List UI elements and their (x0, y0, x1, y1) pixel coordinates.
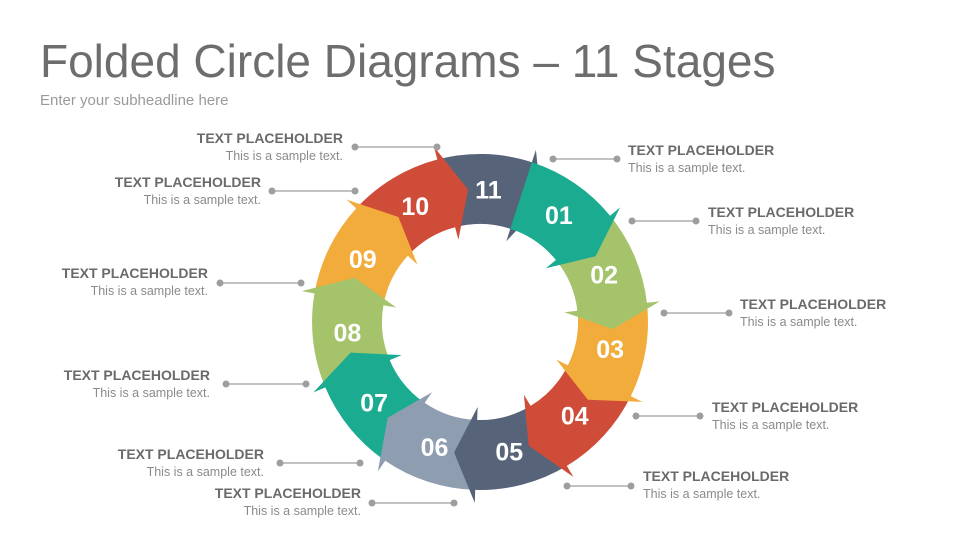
connector-line (632, 412, 704, 420)
connector-line (216, 279, 305, 287)
callout-text: This is a sample text. (643, 487, 761, 501)
connector-dot (632, 412, 640, 420)
stage-number: 10 (401, 193, 429, 221)
connector-line (268, 187, 359, 195)
stage-number: 09 (349, 246, 377, 274)
callout-heading: TEXT PLACEHOLDER (117, 446, 264, 462)
stage-number: 02 (590, 262, 618, 290)
connector-dot (628, 217, 636, 225)
connector-dot (627, 482, 635, 490)
callout-heading: TEXT PLACEHOLDER (712, 399, 859, 415)
stage-number: 11 (475, 176, 502, 204)
stage-arrow-shape (377, 392, 478, 490)
connector-dot (297, 279, 305, 287)
connector-dot (302, 380, 310, 388)
connector-dot (696, 412, 704, 420)
callout-text: This is a sample text. (740, 315, 858, 329)
callout-stage-08: TEXT PLACEHOLDER This is a sample text. (118, 445, 264, 481)
connector-dot (660, 309, 668, 317)
connector-line (351, 143, 441, 151)
connector-dot (351, 143, 359, 151)
callout-stage-09: TEXT PLACEHOLDER This is a sample text. (64, 366, 210, 402)
connector-line (628, 217, 700, 225)
connector-line (222, 380, 310, 388)
connector-dot (563, 482, 571, 490)
callout-text: This is a sample text. (225, 149, 343, 163)
connector-dot (222, 380, 230, 388)
callout-text: This is a sample text. (708, 223, 826, 237)
callout-heading: TEXT PLACEHOLDER (61, 265, 208, 281)
stage-arrow-shape (314, 199, 418, 306)
callout-stage-11: TEXT PLACEHOLDER This is a sample text. (115, 173, 261, 209)
callout-heading: TEXT PLACEHOLDER (740, 296, 887, 312)
stage-arrow-01: 01 (510, 162, 621, 269)
connector-dot (216, 279, 224, 287)
connector-line (549, 155, 621, 163)
callout-heading: TEXT PLACEHOLDER (628, 142, 775, 158)
connector-dot (613, 155, 621, 163)
connector-lines (216, 143, 733, 507)
callout-stage-04: TEXT PLACEHOLDER This is a sample text. (740, 295, 886, 331)
callout-text: This is a sample text. (712, 418, 830, 432)
callout-stage-10: TEXT PLACEHOLDER This is a sample text. (62, 264, 208, 300)
connector-dot (549, 155, 557, 163)
callout-stage-06: TEXT PLACEHOLDER This is a sample text. (643, 467, 789, 503)
connector-dot (692, 217, 700, 225)
stage-number: 08 (333, 320, 361, 348)
stage-arrow-shape (510, 162, 621, 269)
stage-number: 04 (561, 402, 589, 430)
callout-stage-02: TEXT PLACEHOLDER This is a sample text. (628, 141, 774, 177)
stage-arrow-shape (556, 302, 649, 402)
connector-dot (725, 309, 733, 317)
callout-heading: TEXT PLACEHOLDER (643, 468, 790, 484)
stage-number: 03 (596, 336, 624, 364)
stage-arrow-03: 03 (556, 302, 649, 402)
callout-text: This is a sample text. (146, 465, 264, 479)
callout-stage-03: TEXT PLACEHOLDER This is a sample text. (708, 203, 854, 239)
stage-number: 05 (495, 439, 523, 467)
callout-heading: TEXT PLACEHOLDER (214, 485, 361, 501)
callout-heading: TEXT PLACEHOLDER (196, 130, 343, 146)
callout-text: This is a sample text. (90, 284, 208, 298)
callout-stage-05: TEXT PLACEHOLDER This is a sample text. (712, 398, 858, 434)
callout-text: This is a sample text. (243, 504, 361, 518)
callout-text: This is a sample text. (143, 193, 261, 207)
connector-line (563, 482, 635, 490)
stage-arrow-09: 09 (314, 199, 418, 306)
callout-stage-07: TEXT PLACEHOLDER This is a sample text. (215, 484, 361, 520)
callout-heading: TEXT PLACEHOLDER (708, 204, 855, 220)
connector-dot (276, 459, 284, 467)
stage-arrow-06: 06 (377, 392, 478, 490)
stage-number: 06 (421, 434, 449, 462)
connector-dot (351, 187, 359, 195)
stage-number: 01 (545, 202, 573, 230)
connector-dot (450, 499, 458, 507)
callout-stage-01: TEXT PLACEHOLDER This is a sample text. (197, 129, 343, 165)
callout-heading: TEXT PLACEHOLDER (114, 174, 261, 190)
connector-line (276, 459, 364, 467)
connector-line (660, 309, 733, 317)
page-subtitle: Enter your subheadline here (40, 92, 229, 109)
callout-heading: TEXT PLACEHOLDER (63, 367, 210, 383)
stage-number: 07 (360, 390, 388, 418)
connector-dot (433, 143, 441, 151)
callout-text: This is a sample text. (92, 386, 210, 400)
connector-dot (268, 187, 276, 195)
callout-text: This is a sample text. (628, 161, 746, 175)
page-title: Folded Circle Diagrams – 11 Stages (40, 35, 776, 87)
connector-dot (368, 499, 376, 507)
connector-dot (356, 459, 364, 467)
connector-line (368, 499, 458, 507)
